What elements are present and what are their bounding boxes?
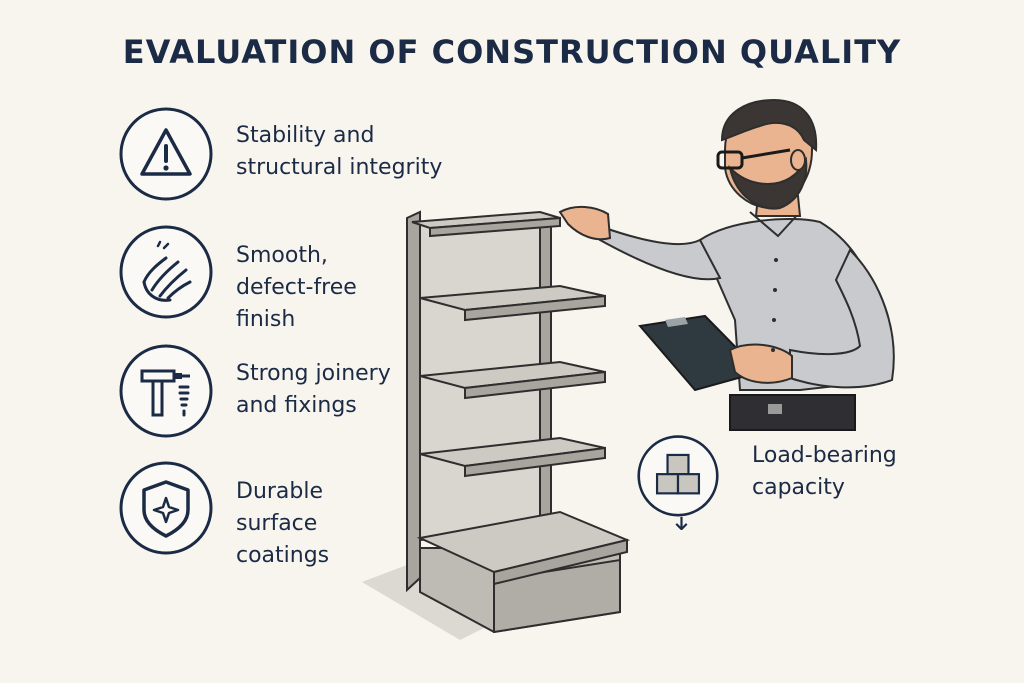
feature-label-joinery: Strong joinery and fixings — [236, 361, 391, 418]
stacked-boxes-arrow-icon — [637, 435, 719, 530]
shelf-shadow — [362, 560, 500, 640]
page-title: EVALUATION OF CONSTRUCTION QUALITY — [122, 33, 902, 71]
hand-touch-icon — [119, 225, 213, 319]
bookshelf — [406, 210, 631, 634]
inspector-person — [558, 98, 895, 431]
warning-triangle-icon — [119, 107, 213, 201]
feature-label-coatings: Durable surface coatings — [236, 479, 330, 568]
shield-sparkle-icon — [119, 461, 213, 555]
hammer-screw-icon — [119, 344, 213, 438]
feature-label-load-bearing: Load-bearing capacity — [752, 443, 897, 500]
feature-label-stability: Stability and structural integrity — [236, 123, 443, 180]
feature-label-finish: Smooth, defect-free finish — [236, 243, 357, 332]
